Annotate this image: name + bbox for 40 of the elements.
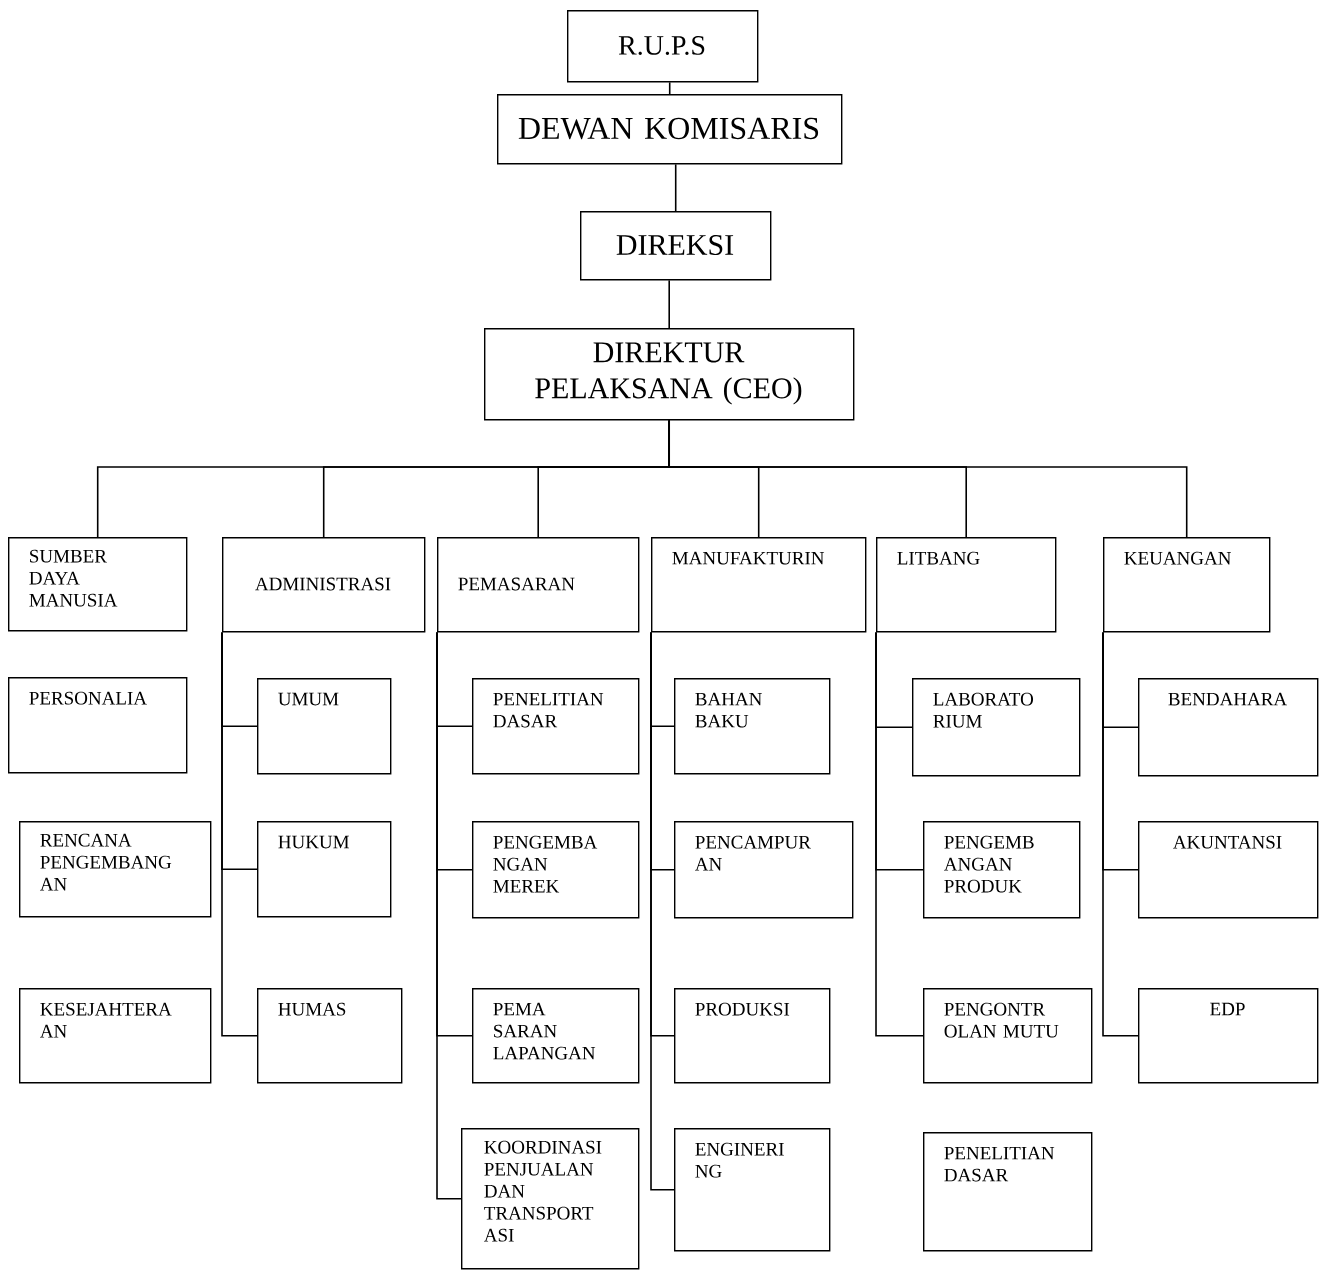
org-box: DIREKSI	[580, 211, 772, 281]
org-box: R.U.P.S	[567, 10, 759, 83]
org-box: PENCAMPUR AN	[674, 821, 854, 919]
org-box: AKUNTANSI	[1138, 821, 1319, 919]
org-box: MANUFAKTURIN	[651, 537, 867, 633]
org-box: ADMINISTRASI	[222, 537, 426, 633]
connector-line	[875, 631, 924, 1037]
org-box: PENELITIAN DASAR	[472, 678, 640, 775]
org-box: PRODUKSI	[674, 988, 831, 1084]
connector-line	[650, 631, 675, 1191]
connector-line	[668, 81, 671, 95]
org-box: PEMASARAN	[437, 537, 640, 633]
org-box: KEUANGAN	[1103, 537, 1271, 633]
org-box: PENELITIAN DASAR	[923, 1132, 1093, 1252]
org-box: HUKUM	[257, 821, 392, 918]
org-box: UMUM	[257, 678, 392, 775]
org-box: KOORDINASI PENJUALAN DAN TRANSPORT ASI	[461, 1128, 640, 1270]
org-box: BAHAN BAKU	[674, 678, 831, 775]
connector-line	[668, 279, 670, 329]
org-box: PERSONALIA	[8, 677, 188, 774]
org-box: DIREKTUR PELAKSANA (CEO)	[484, 328, 855, 421]
org-box: PEMA SARAN LAPANGAN	[472, 988, 640, 1084]
org-box: PENGEMB ANGAN PRODUK	[923, 821, 1081, 919]
org-box: EDP	[1138, 988, 1319, 1084]
org-box: LITBANG	[876, 537, 1057, 633]
connector-line	[436, 631, 462, 1200]
org-box: RENCANA PENGEMBANG AN	[19, 821, 212, 918]
org-box: SUMBER DAYA MANUSIA	[8, 537, 188, 632]
org-box: BENDAHARA	[1138, 678, 1319, 777]
org-box: ENGINERI NG	[674, 1128, 831, 1252]
connector-line	[1102, 631, 1139, 1037]
org-box: PENGONTR OLAN MUTU	[923, 988, 1093, 1084]
connector-line	[221, 631, 258, 1037]
connector-line	[668, 419, 1188, 538]
org-box: LABORATO RIUM	[912, 678, 1081, 777]
org-box: DEWAN KOMISARIS	[497, 94, 843, 165]
org-box: PENGEMBA NGAN MEREK	[472, 821, 640, 919]
org-box: HUMAS	[257, 988, 403, 1084]
connector-line	[674, 163, 677, 212]
org-box: KESEJAHTERA AN	[19, 988, 212, 1084]
